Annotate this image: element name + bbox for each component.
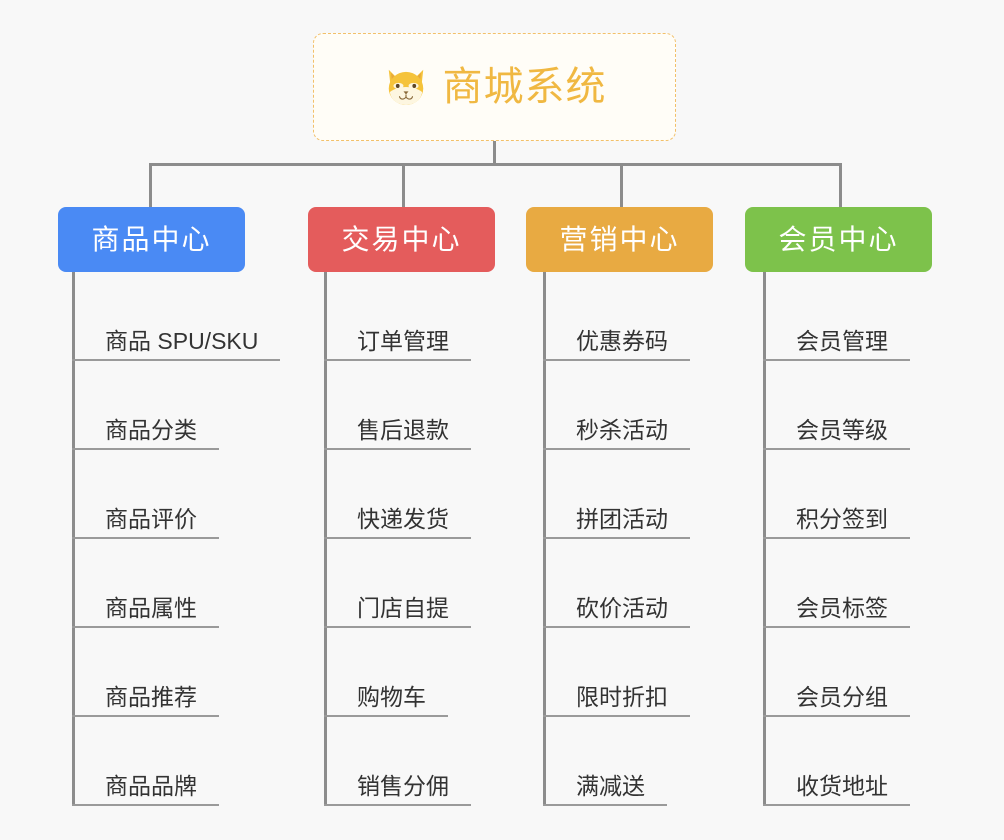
- leaf-spine: [72, 272, 75, 806]
- leaf-item[interactable]: 商品属性: [72, 539, 219, 628]
- branch-node-2[interactable]: 营销中心: [526, 207, 713, 272]
- leaf-item[interactable]: 会员标签: [763, 539, 910, 628]
- leaf-label: 砍价活动: [576, 595, 668, 622]
- leaf-item[interactable]: 门店自提: [324, 539, 471, 628]
- connector-drop-2: [402, 163, 405, 207]
- leaf-label: 售后退款: [357, 417, 449, 444]
- leaf-item[interactable]: 秒杀活动: [543, 361, 690, 450]
- leaf-label: 会员标签: [796, 595, 888, 622]
- leaf-item[interactable]: 快递发货: [324, 450, 471, 539]
- leaf-label: 门店自提: [357, 595, 449, 622]
- leaf-item[interactable]: 限时折扣: [543, 628, 690, 717]
- leaf-label: 商品品牌: [105, 773, 197, 800]
- branch-node-1[interactable]: 交易中心: [308, 207, 495, 272]
- leaf-item[interactable]: 会员分组: [763, 628, 910, 717]
- leaf-item[interactable]: 砍价活动: [543, 539, 690, 628]
- leaf-label: 限时折扣: [576, 684, 668, 711]
- branch-node-3[interactable]: 会员中心: [745, 207, 932, 272]
- leaf-item[interactable]: 订单管理: [324, 272, 471, 361]
- leaf-label: 收货地址: [796, 773, 888, 800]
- leaf-item[interactable]: 拼团活动: [543, 450, 690, 539]
- leaf-item[interactable]: 收货地址: [763, 717, 910, 806]
- connector-drop-1: [149, 163, 152, 207]
- leaf-label: 商品分类: [105, 417, 197, 444]
- leaf-spine: [543, 272, 546, 806]
- shiba-dog-face-icon: [388, 69, 423, 105]
- leaf-label: 积分签到: [796, 506, 888, 533]
- leaf-label: 会员等级: [796, 417, 888, 444]
- connector-bus: [149, 163, 842, 166]
- leaf-item[interactable]: 售后退款: [324, 361, 471, 450]
- leaf-label: 商品 SPU/SKU: [105, 328, 259, 355]
- leaf-label: 销售分佣: [357, 773, 449, 800]
- leaf-spine: [324, 272, 327, 806]
- leaf-label: 会员管理: [796, 328, 888, 355]
- leaf-item[interactable]: 商品分类: [72, 361, 219, 450]
- branch-label: 交易中心: [341, 223, 462, 255]
- leaf-item[interactable]: 会员等级: [763, 361, 910, 450]
- root-node[interactable]: 商城系统: [313, 33, 676, 141]
- leaf-label: 优惠券码: [576, 328, 668, 355]
- leaf-item[interactable]: 销售分佣: [324, 717, 471, 806]
- leaf-label: 商品推荐: [105, 684, 197, 711]
- leaf-item[interactable]: 积分签到: [763, 450, 910, 539]
- branch-node-0[interactable]: 商品中心: [58, 207, 245, 272]
- leaf-label: 秒杀活动: [576, 417, 668, 444]
- leaf-label: 会员分组: [796, 684, 888, 711]
- leaf-label: 拼团活动: [576, 506, 668, 533]
- leaf-item[interactable]: 优惠券码: [543, 272, 690, 361]
- root-title: 商城系统: [442, 65, 607, 109]
- leaf-label: 订单管理: [357, 328, 449, 355]
- leaf-label: 快递发货: [357, 506, 449, 533]
- branch-label: 营销中心: [559, 223, 680, 255]
- leaf-item[interactable]: 商品品牌: [72, 717, 219, 806]
- branch-label: 会员中心: [778, 223, 899, 255]
- leaf-label: 商品评价: [105, 506, 197, 533]
- leaf-label: 购物车: [357, 684, 426, 711]
- leaf-item[interactable]: 购物车: [324, 628, 448, 717]
- connector-root-stem: [493, 141, 496, 166]
- leaf-item[interactable]: 商品 SPU/SKU: [72, 272, 280, 361]
- leaf-item[interactable]: 会员管理: [763, 272, 910, 361]
- leaf-item[interactable]: 满减送: [543, 717, 667, 806]
- leaf-spine: [763, 272, 766, 806]
- leaf-label: 商品属性: [105, 595, 197, 622]
- leaf-label: 满减送: [576, 773, 645, 800]
- connector-drop-4: [839, 163, 842, 207]
- leaf-item[interactable]: 商品评价: [72, 450, 219, 539]
- leaf-item[interactable]: 商品推荐: [72, 628, 219, 717]
- branch-label: 商品中心: [91, 223, 212, 255]
- connector-drop-3: [620, 163, 623, 207]
